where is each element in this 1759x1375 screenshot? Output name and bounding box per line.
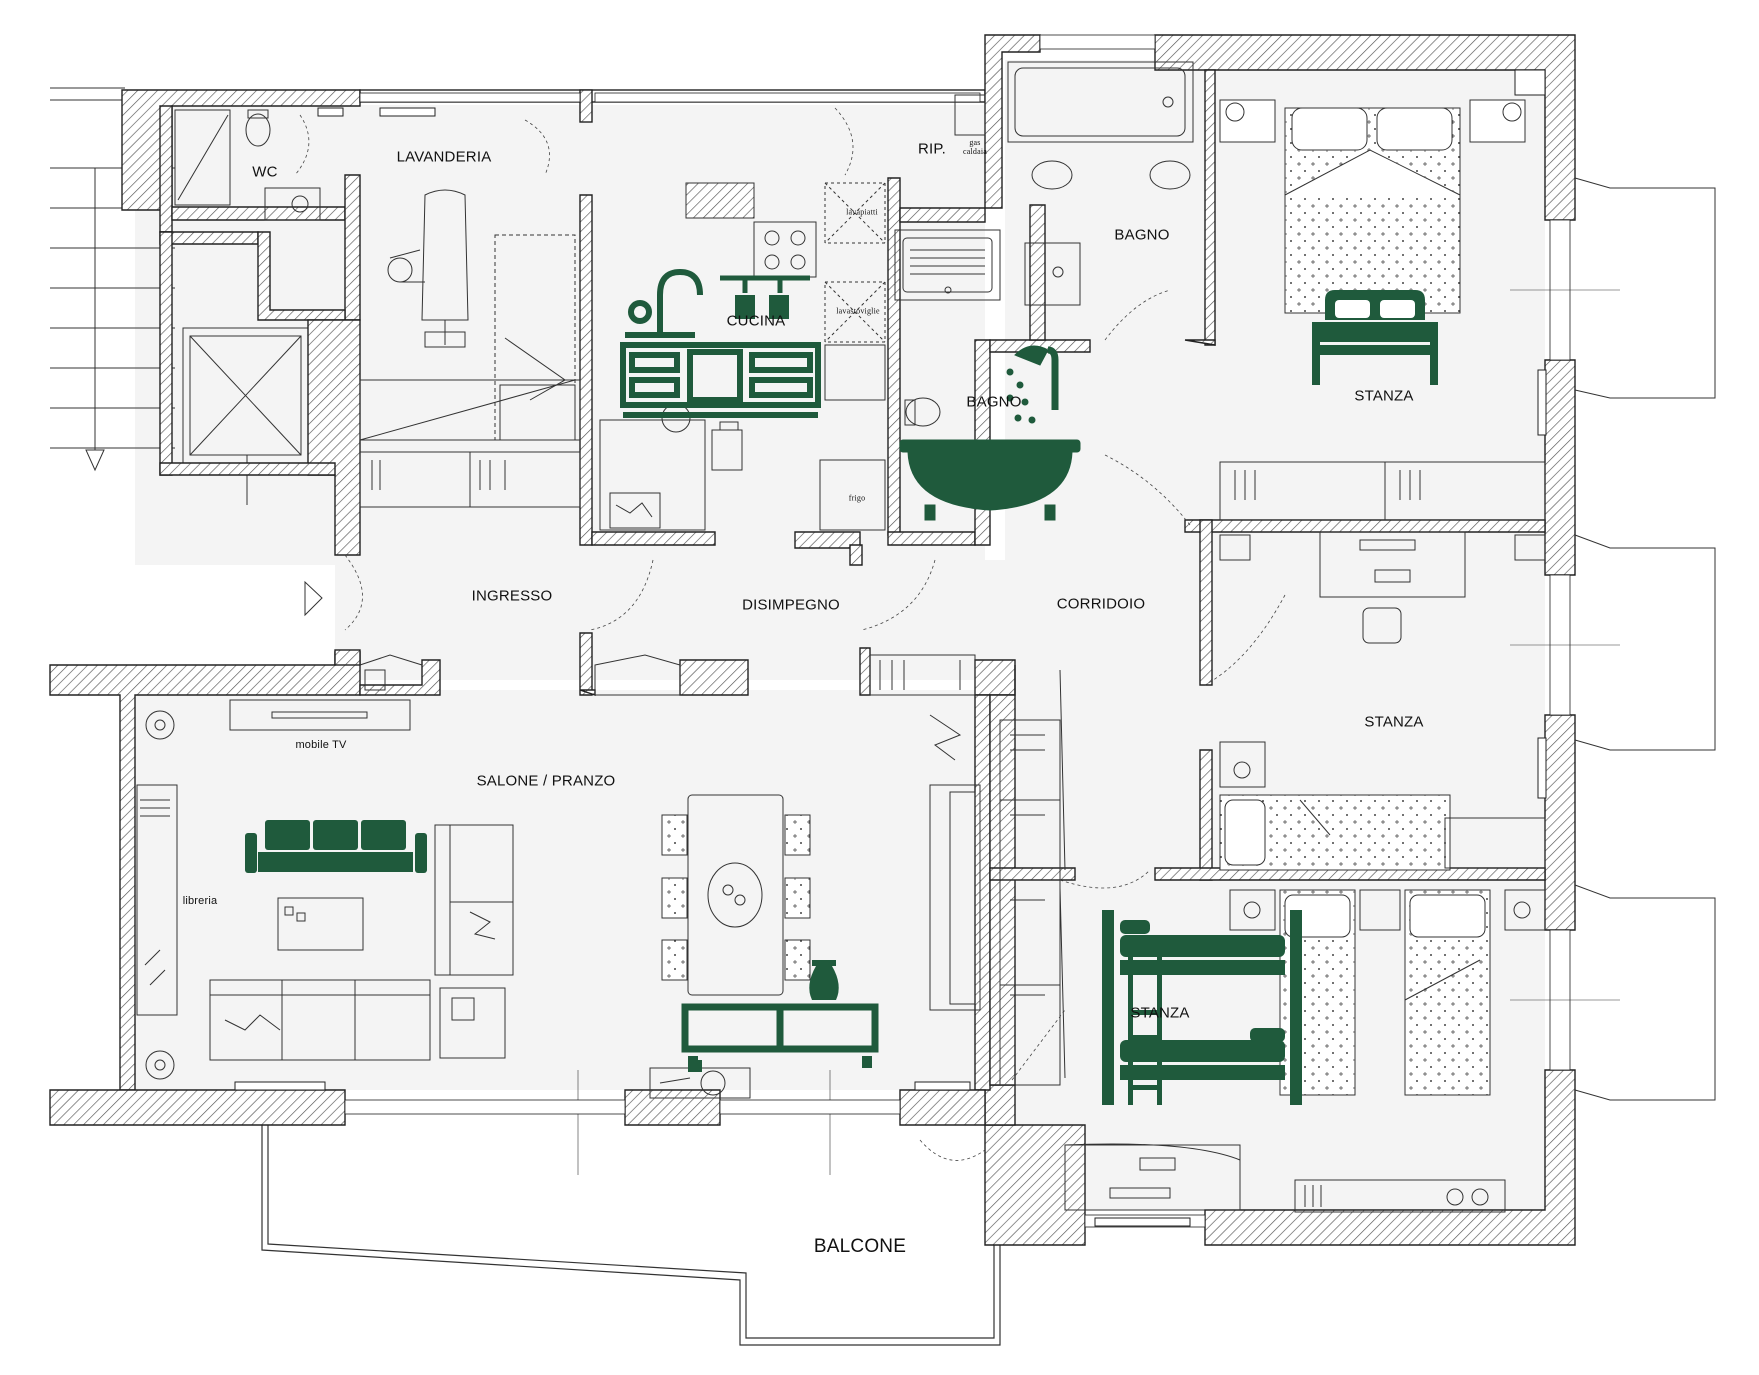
room-label-lavanderia: LAVANDERIA bbox=[396, 148, 492, 166]
room-label-wc: WC bbox=[252, 163, 278, 181]
sofa-icon bbox=[245, 820, 427, 873]
room-label-disimpegno: DISIMPEGNO bbox=[742, 596, 840, 614]
kitchen-fixtures bbox=[599, 182, 886, 531]
wardrobe-1 bbox=[1219, 461, 1546, 521]
salone-furniture bbox=[136, 654, 981, 1099]
kitchen-faucet-icon bbox=[625, 268, 810, 338]
lavanderia-fixtures bbox=[359, 189, 581, 441]
vase-icon bbox=[809, 960, 839, 1000]
room-label-cucina: CUCINA bbox=[726, 312, 786, 330]
master-bed bbox=[1219, 99, 1526, 314]
shower-bathtub-icon bbox=[899, 345, 1081, 521]
double-bed-icon bbox=[1312, 290, 1438, 385]
room-label-stanza-1: STANZA bbox=[1354, 387, 1414, 405]
room-label-bagno-2: BAGNO bbox=[966, 393, 1022, 411]
side-table bbox=[688, 1060, 702, 1072]
side-balconies bbox=[1510, 177, 1716, 1101]
door-swings bbox=[294, 107, 1286, 1161]
balcony-outline bbox=[261, 1070, 1001, 1346]
room-label-corridoio: CORRIDOIO bbox=[1056, 595, 1146, 613]
radiators bbox=[234, 69, 1547, 1227]
label-frigo: frigo bbox=[848, 493, 866, 503]
room-label-rip: RIP. bbox=[917, 140, 947, 158]
label-libreria: libreria bbox=[182, 895, 218, 907]
storage-cabinets bbox=[359, 451, 581, 508]
room-label-bagno-1: BAGNO bbox=[1114, 226, 1170, 244]
label-gas-caldaia: gas caldaia bbox=[962, 138, 988, 156]
kitchen-cabinet-icon bbox=[620, 342, 821, 418]
bedroom-2-furniture bbox=[1219, 531, 1546, 871]
label-mobile-tv: mobile TV bbox=[295, 739, 347, 751]
ingresso-cabinets bbox=[359, 654, 681, 696]
bagno-1-fixtures bbox=[954, 61, 1194, 306]
wc-fixtures bbox=[174, 109, 321, 221]
bunk-bed-icon bbox=[1102, 910, 1302, 1105]
room-label-stanza-2: STANZA bbox=[1364, 713, 1424, 731]
corridor-wardrobes bbox=[999, 669, 1066, 1086]
room-label-ingresso: INGRESSO bbox=[471, 587, 553, 605]
label-lavastoviglie: lavastoviglie bbox=[836, 306, 880, 316]
room-label-salone: SALONE / PRANZO bbox=[476, 772, 616, 790]
room-label-balcone: BALCONE bbox=[813, 1236, 907, 1257]
room-label-stanza-3: STANZA bbox=[1130, 1004, 1190, 1022]
label-lavapiatti: lavapiatti bbox=[846, 207, 878, 217]
bagno-2-fixtures bbox=[894, 229, 1001, 427]
walls bbox=[49, 34, 1576, 1246]
